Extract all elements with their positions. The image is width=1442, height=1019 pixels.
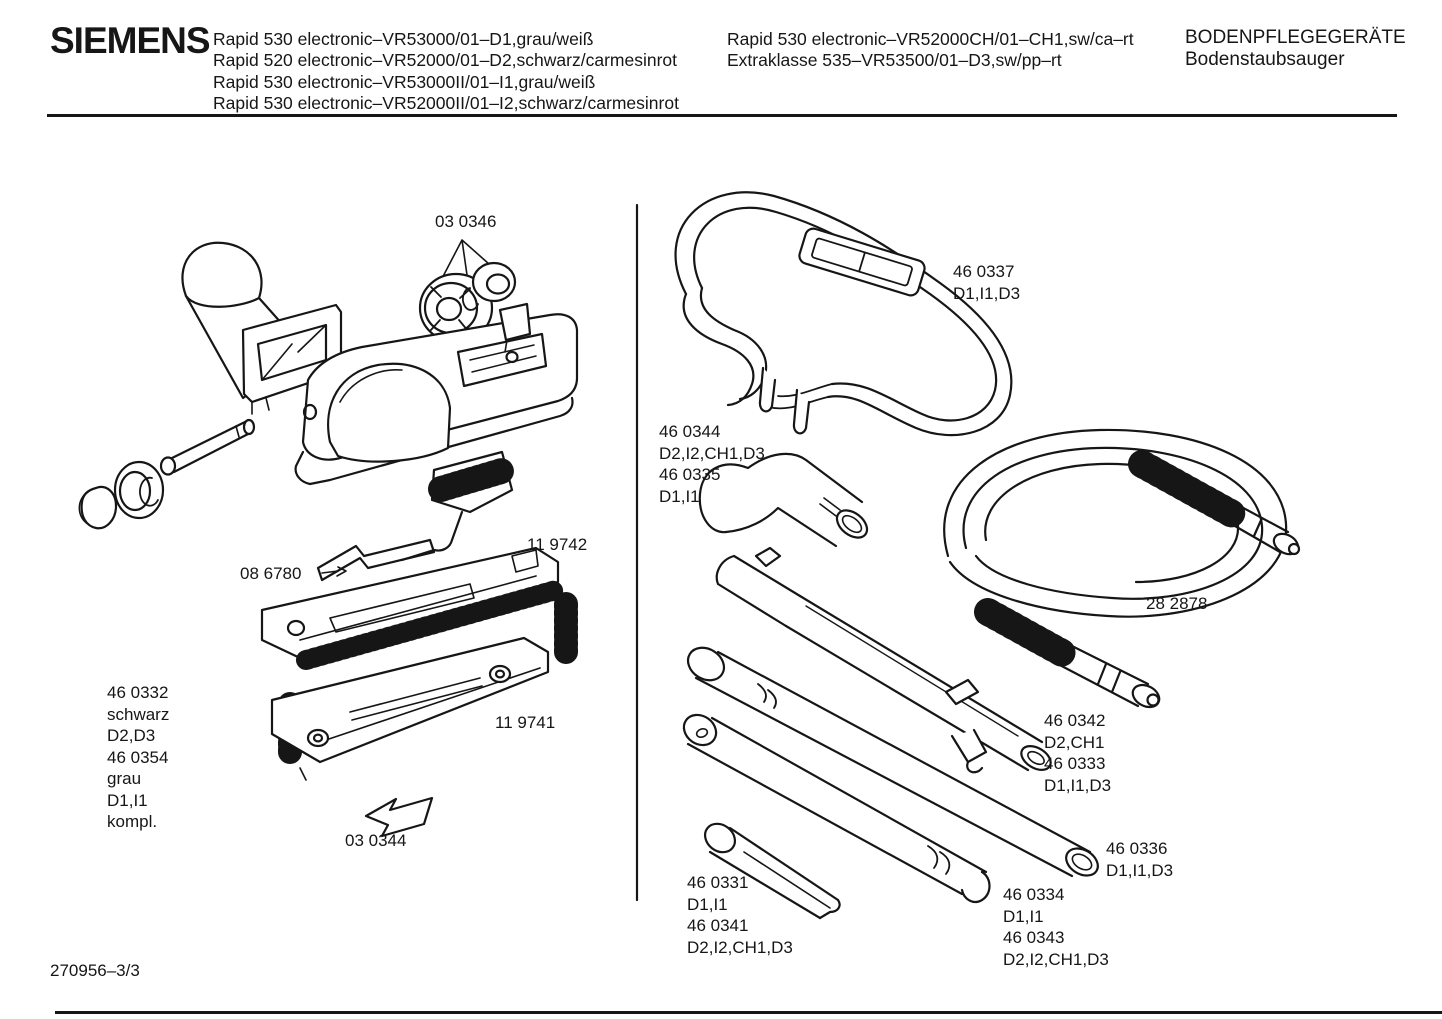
part-label-03-0344: 03 0344 [345, 830, 406, 852]
category-title: BODENPFLEGEGERÄTE [1185, 27, 1406, 48]
handle-elbow [698, 452, 869, 548]
model-line: Rapid 530 electronic–VR52000CH/01–CH1,sw… [727, 29, 1134, 49]
part-number: 46 0334 [1003, 885, 1065, 904]
part-label-46-0342: 46 0342 D2,CH1 46 0333 D1,I1,D3 [1044, 710, 1111, 796]
part-label-28-2878: 28 2878 [1146, 593, 1207, 615]
part-variants: D2,I2,CH1,D3 [659, 443, 765, 463]
part-note: kompl. [107, 812, 158, 831]
part-label-46-0332-46-0354: 46 0332 schwarz D2,D3 46 0354 grau D1,I1… [107, 682, 169, 833]
model-line: Rapid 530 electronic–VR53000/01–D1,grau/… [213, 29, 594, 49]
part-number: 03 0346 [435, 212, 497, 231]
part-variants: D2,D3 [107, 726, 156, 745]
telescopic-tube [715, 546, 1052, 774]
document-number: 270956–3/3 [50, 961, 140, 980]
part-variants: D2,I2,CH1,D3 [1003, 949, 1109, 969]
part-number: 46 0343 [1003, 928, 1065, 947]
siemens-logo: SIEMENS [50, 20, 211, 61]
part-variants: D1,I1,D3 [1106, 860, 1174, 880]
part-label-11-9741: 11 9741 [495, 712, 555, 734]
part-variants: D1,I1,D3 [1044, 775, 1112, 795]
brush-plate [260, 546, 578, 670]
part-number: 08 6780 [240, 564, 302, 583]
part-variants: D1,I1 [107, 790, 148, 810]
part-variants: D2,I2,CH1,D3 [687, 937, 793, 957]
part-label-08-6780: 08 6780 [240, 563, 301, 585]
axle-rod [159, 418, 256, 476]
part-number: 46 0341 [687, 916, 749, 935]
part-label-11-9742: 11 9742 [527, 534, 587, 556]
shoulder-strap [674, 191, 1013, 437]
category-subtitle: Bodenstaubsauger [1185, 49, 1345, 70]
part-label-46-0336: 46 0336 D1,I1,D3 [1106, 838, 1173, 881]
part-number: 03 0344 [345, 831, 407, 850]
nozzle-housing [294, 302, 579, 486]
model-list-right: Rapid 530 electronic–VR52000CH/01–CH1,sw… [727, 29, 1134, 72]
header-rule [47, 114, 1397, 117]
wheel-set [418, 239, 517, 344]
part-color: schwarz [107, 704, 170, 724]
part-number: 46 0337 [953, 262, 1015, 281]
part-variants: D1,I1,D3 [953, 283, 1021, 303]
crevice-nozzle [703, 822, 841, 920]
part-label-46-0334: 46 0334 D1,I1 46 0343 D2,I2,CH1,D3 [1003, 884, 1109, 970]
model-line: Rapid 530 electronic–VR52000II/01–I2,sch… [213, 93, 679, 114]
part-label-03-0346: 03 0346 [435, 211, 496, 233]
part-number: 46 0335 [659, 465, 721, 484]
pedal [316, 450, 518, 582]
part-variants: D2,CH1 [1044, 732, 1105, 752]
part-number: 46 0336 [1106, 839, 1168, 858]
sole-plate [270, 636, 550, 781]
part-variants: D1,I1 [659, 486, 700, 506]
bottom-rule [55, 1011, 1442, 1014]
part-number: 46 0354 [107, 747, 169, 767]
part-label-46-0337: 46 0337 D1,I1,D3 [953, 261, 1020, 304]
part-number: 11 9741 [495, 713, 556, 732]
tube-46-0334 [682, 713, 991, 904]
suction-hose [943, 428, 1301, 709]
model-line: Rapid 520 electronic–VR52000/01–D2,schwa… [213, 50, 677, 71]
arrow-03-0344 [364, 796, 434, 838]
model-line: Extraklasse 535–VR53500/01–D3,sw/pp–rt [727, 50, 1062, 71]
category-block: BODENPFLEGEGERÄTE Bodenstaubsauger [1185, 27, 1406, 71]
part-number: 46 0331 [687, 873, 749, 892]
part-number: 11 9742 [527, 535, 588, 554]
model-line: Rapid 530 electronic–VR53000II/01–I1,gra… [213, 71, 596, 92]
part-number: 28 2878 [1146, 594, 1208, 613]
part-number: 46 0332 [107, 683, 169, 702]
part-number: 46 0342 [1044, 711, 1106, 730]
part-label-46-0344: 46 0344 D2,I2,CH1,D3 46 0335 D1,I1 [659, 421, 765, 507]
part-color: grau [107, 769, 142, 788]
part-label-46-0331: 46 0331 D1,I1 46 0341 D2,I2,CH1,D3 [687, 872, 793, 958]
part-number: 46 0333 [1044, 754, 1106, 773]
part-variants: D1,I1 [687, 894, 728, 914]
model-list-left: Rapid 530 electronic–VR53000/01–D1,grau/… [213, 29, 679, 115]
part-variants: D1,I1 [1003, 906, 1044, 926]
tube-46-0336 [686, 646, 1099, 878]
part-number: 46 0344 [659, 422, 721, 441]
end-caps [78, 460, 165, 530]
